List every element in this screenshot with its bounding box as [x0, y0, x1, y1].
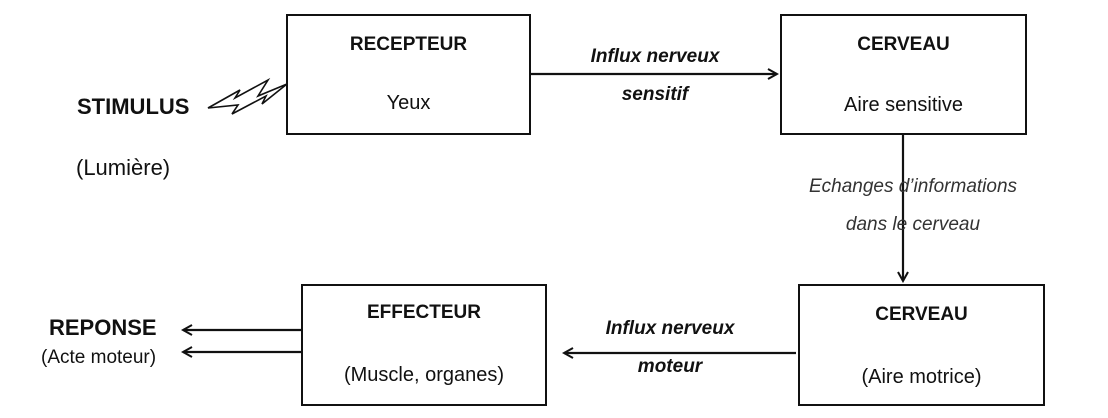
cerveau-moteur-box: CERVEAU (Aire motrice)	[798, 284, 1045, 406]
reponse-label: REPONSE	[49, 315, 157, 340]
cerveau-sensitif-box: CERVEAU Aire sensitive	[780, 14, 1027, 135]
echanges-label-1: Echanges d’informations	[808, 176, 1018, 197]
echanges-label-2: dans le cerveau	[845, 214, 981, 235]
recepteur-title: RECEPTEUR	[349, 34, 468, 55]
stimulus-detail: (Lumière)	[76, 155, 171, 180]
cerveau-sensitif-subtitle: Aire sensitive	[844, 94, 963, 116]
influx-moteur-label-1: Influx nerveux	[605, 318, 735, 339]
cerveau-moteur-subtitle: (Aire motrice)	[861, 366, 982, 388]
reponse-detail: (Acte moteur)	[41, 347, 157, 368]
influx-sensitif-label-2: sensitif	[621, 84, 689, 105]
recepteur-subtitle: Yeux	[386, 92, 431, 114]
stimulus-label: STIMULUS	[77, 94, 190, 119]
cerveau-moteur-title: CERVEAU	[875, 304, 968, 325]
effecteur-title: EFFECTEUR	[367, 302, 481, 323]
influx-moteur-label-2: moteur	[637, 356, 703, 377]
effecteur-subtitle: (Muscle, organes)	[343, 364, 505, 386]
influx-sensitif-label-1: Influx nerveux	[590, 46, 720, 67]
cerveau-sensitif-title: CERVEAU	[857, 34, 950, 55]
effecteur-box: EFFECTEUR (Muscle, organes)	[301, 284, 547, 406]
recepteur-box: RECEPTEUR Yeux	[286, 14, 531, 135]
lightning-bolt-icon	[207, 77, 288, 115]
